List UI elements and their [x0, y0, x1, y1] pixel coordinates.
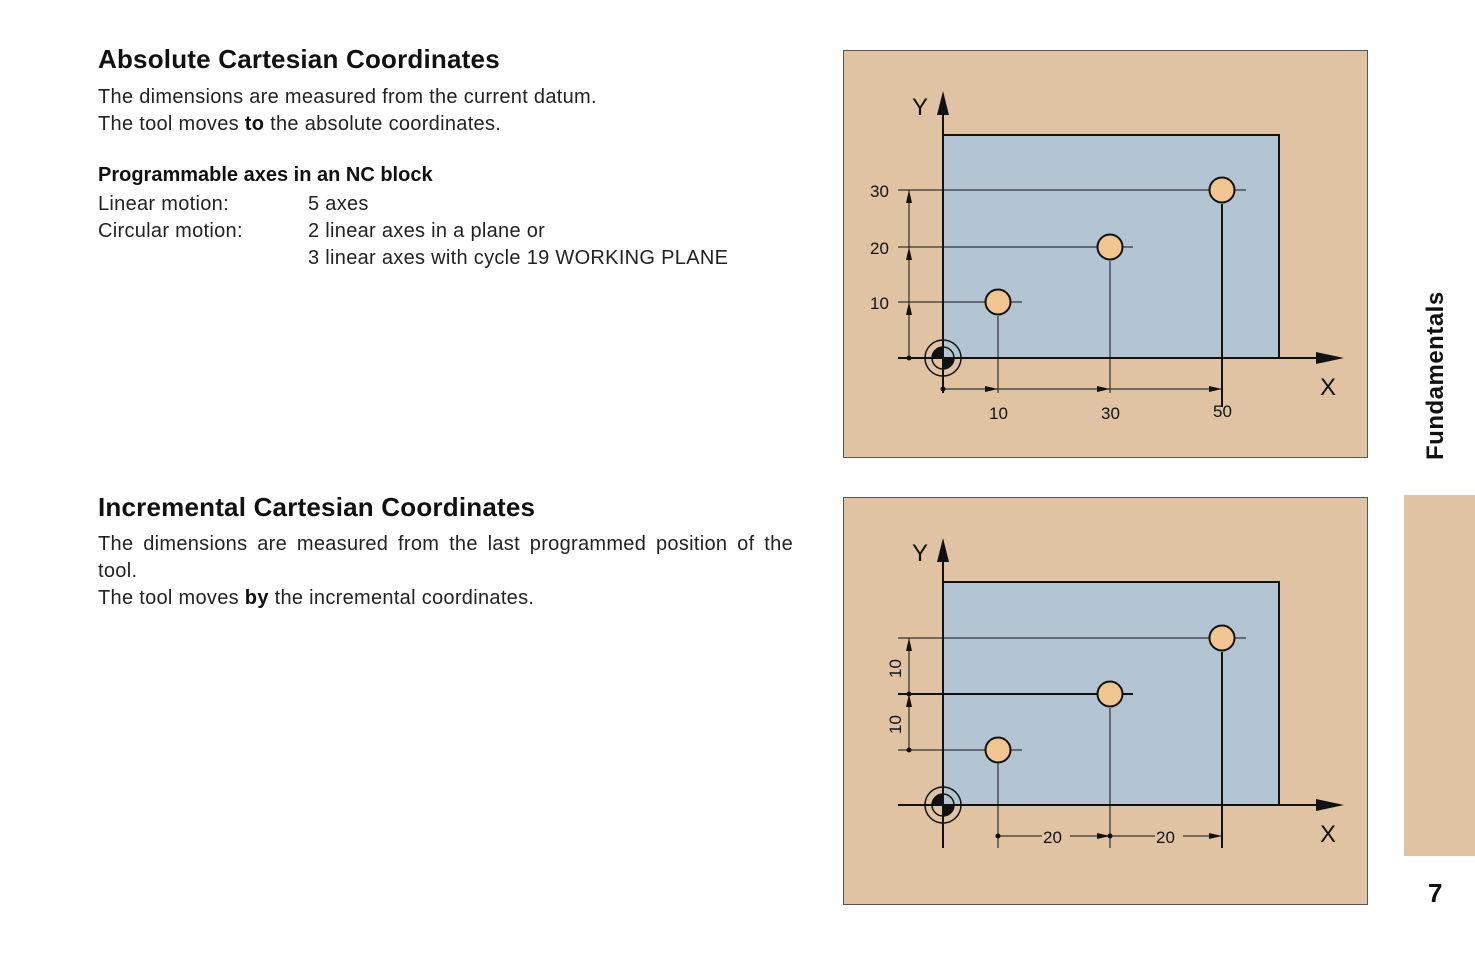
- axes-row-label: [98, 245, 308, 272]
- axes-row-value: 5 axes: [308, 193, 369, 215]
- absolute-description-line-2: The tool moves to the absolute coordinat…: [98, 111, 793, 138]
- dimension-origin-dot: [940, 386, 946, 392]
- x-axis-label: X: [1320, 821, 1336, 848]
- y-increment-label: 10: [886, 659, 905, 678]
- absolute-description: The dimensions are measured from the cur…: [98, 84, 793, 138]
- dimension-dot: [1107, 833, 1113, 839]
- absolute-coordinates-figure: Y X 30 20 10: [843, 50, 1368, 458]
- y-increment-label: 10: [886, 715, 905, 734]
- absolute-coordinates-diagram: Y X 30 20 10: [870, 91, 1344, 423]
- datum-symbol: [924, 786, 962, 824]
- axes-row-label: Circular motion:: [98, 220, 243, 242]
- label-backdrop: [1042, 827, 1070, 845]
- dimension-dot: [906, 747, 912, 753]
- x-axis-arrow: [1316, 799, 1344, 811]
- x-dimension-label: 30: [1101, 404, 1120, 423]
- incremental-description: The dimensions are measured from the las…: [98, 531, 793, 612]
- y-dimension-label: 20: [870, 239, 889, 258]
- x-increment-label: 20: [1043, 828, 1062, 847]
- absolute-description-line-1: The dimensions are measured from the cur…: [98, 86, 597, 108]
- x-dimension-label: 50: [1213, 402, 1232, 421]
- dimension-arrow: [906, 694, 912, 707]
- absolute-section-title: Absolute Cartesian Coordinates: [98, 44, 500, 74]
- axes-row-value: 2 linear axes in a plane or: [308, 220, 546, 242]
- y-axis-label: Y: [912, 94, 928, 121]
- y-axis-label: Y: [912, 540, 928, 567]
- dimension-origin-dot: [906, 355, 912, 361]
- chapter-tab: [1404, 495, 1475, 856]
- incremental-section-title: Incremental Cartesian Coordinates: [98, 492, 536, 522]
- x-axis-label: X: [1320, 374, 1336, 401]
- absolute-line-2-text-end: the absolute coordinates.: [264, 113, 502, 135]
- dimension-arrow: [906, 247, 912, 260]
- dimension-arrow: [1097, 833, 1110, 839]
- incremental-description-line-2: The tool moves by the incremental coordi…: [98, 585, 793, 612]
- absolute-line-2-text: The tool moves: [98, 113, 245, 135]
- y-dimension-label: 30: [870, 182, 889, 201]
- hole-marker: [1096, 233, 1124, 261]
- axes-row-circular: Circular motion: 2 linear axes in a plan…: [98, 218, 728, 245]
- programmable-axes-heading: Programmable axes in an NC block: [98, 164, 433, 186]
- label-backdrop: [1155, 827, 1183, 845]
- hole-marker: [1208, 624, 1236, 652]
- page-number: 7: [1428, 878, 1443, 908]
- dimension-arrow: [985, 386, 998, 392]
- incremental-line-2-text: The tool moves: [98, 587, 245, 609]
- dimension-arrow: [906, 302, 912, 315]
- dimension-arrow: [906, 638, 912, 651]
- dimension-arrow: [1209, 833, 1222, 839]
- dimension-arrow: [906, 190, 912, 203]
- incremental-description-line-1: The dimensions are measured from the las…: [98, 533, 793, 582]
- hole-marker: [984, 736, 1012, 764]
- hole-marker: [984, 288, 1012, 316]
- incremental-coordinates-diagram: Y X 20 20: [886, 538, 1344, 848]
- hole-marker: [1208, 176, 1236, 204]
- dimension-dot: [906, 691, 912, 697]
- x-dimension-label: 10: [989, 404, 1008, 423]
- axes-row-linear: Linear motion: 5 axes: [98, 191, 728, 218]
- datum-symbol: [924, 339, 962, 377]
- y-axis-arrow: [937, 538, 949, 562]
- dimension-arrow: [1209, 386, 1222, 392]
- x-axis-arrow: [1316, 352, 1344, 364]
- incremental-coordinates-figure: Y X 20 20: [843, 497, 1368, 905]
- axes-row-label: Linear motion:: [98, 193, 229, 215]
- dimension-dot: [995, 833, 1001, 839]
- absolute-line-2-emphasis: to: [244, 113, 265, 135]
- y-axis-arrow: [937, 91, 949, 115]
- incremental-line-2-emphasis: by: [244, 587, 269, 609]
- dimension-arrow: [1097, 386, 1110, 392]
- axes-row-circular-3d: 3 linear axes with cycle 19 WORKING PLAN…: [98, 245, 728, 272]
- y-dimension-label: 10: [870, 294, 889, 313]
- programmable-axes-table: Linear motion: 5 axes Circular motion: 2…: [98, 191, 728, 272]
- x-increment-label: 20: [1156, 828, 1175, 847]
- chapter-label: Fundamentals: [1422, 291, 1449, 460]
- incremental-line-2-text-end: the incremental coordinates.: [268, 587, 535, 609]
- hole-marker: [1096, 680, 1124, 708]
- axes-row-value: 3 linear axes with cycle 19 WORKING PLAN…: [308, 247, 729, 269]
